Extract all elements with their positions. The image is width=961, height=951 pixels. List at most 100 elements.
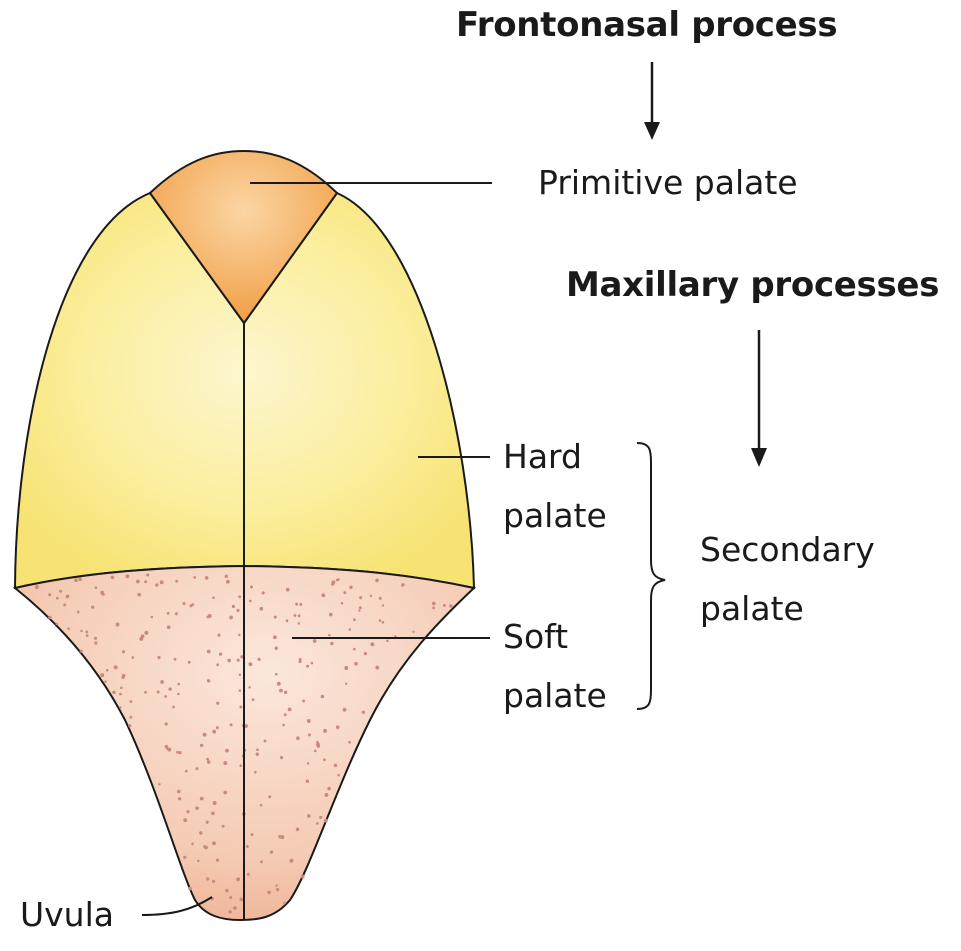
stipple-dot — [193, 576, 196, 579]
stipple-dot — [306, 779, 309, 782]
stipple-dot — [67, 627, 70, 630]
stipple-dot — [144, 691, 147, 694]
stipple-dot — [239, 764, 242, 767]
secondary-palate-brace — [637, 443, 665, 709]
stipple-dot — [195, 806, 199, 810]
stipple-dot — [262, 591, 265, 594]
stipple-dot — [230, 723, 233, 726]
stipple-dot — [382, 604, 384, 606]
stipple-dot — [203, 845, 206, 848]
stipple-dot — [177, 693, 180, 696]
stipple-dot — [121, 676, 124, 679]
stipple-dot — [343, 708, 347, 712]
stipple-dot — [157, 691, 160, 694]
stipple-dot — [359, 606, 362, 609]
stipple-dot — [223, 791, 227, 795]
stipple-dot — [270, 850, 273, 853]
stipple-dot — [226, 580, 230, 584]
stipple-dot — [168, 687, 171, 690]
stipple-dot — [328, 634, 331, 637]
stipple-dot — [177, 683, 180, 686]
stipple-dot — [268, 795, 271, 798]
stipple-dot — [386, 640, 389, 643]
stipple-dot — [301, 875, 305, 879]
stipple-dot — [185, 770, 188, 773]
stipple-dot — [63, 604, 66, 607]
stipple-dot — [247, 873, 250, 876]
maxillary-processes-label: Maxillary processes — [566, 268, 939, 302]
stipple-dot — [85, 630, 88, 633]
stipple-dot — [189, 604, 192, 607]
stipple-dot — [295, 603, 298, 606]
stipple-dot — [178, 751, 181, 754]
soft-palate-label-line-2: palate — [503, 679, 607, 712]
stipple-dot — [341, 602, 344, 605]
stipple-dot — [330, 642, 334, 646]
stipple-dot — [160, 580, 164, 584]
frontonasal-process-label: Frontonasal process — [456, 8, 837, 42]
stipple-dot — [56, 597, 59, 600]
stipple-dot — [236, 877, 240, 881]
stipple-dot — [275, 673, 278, 676]
stipple-dot — [359, 596, 362, 599]
stipple-dot — [260, 861, 263, 864]
stipple-dot — [219, 652, 222, 655]
stipple-dot — [225, 889, 228, 892]
stipple-dot — [175, 580, 178, 583]
stipple-dot — [102, 593, 105, 596]
stipple-dot — [216, 663, 219, 666]
stipple-dot — [146, 573, 149, 576]
stipple-dot — [248, 662, 251, 665]
stipple-dot — [55, 623, 58, 626]
stipple-dot — [59, 590, 62, 593]
stipple-dot — [299, 660, 302, 663]
stipple-dot — [129, 716, 132, 719]
stipple-dot — [289, 859, 293, 863]
stipple-dot — [177, 790, 181, 794]
stipple-dot — [298, 622, 300, 624]
stipple-dot — [164, 695, 167, 698]
stipple-dot — [299, 603, 302, 606]
stipple-dot — [246, 845, 249, 848]
stipple-dot — [284, 713, 287, 716]
stipple-dot — [288, 708, 292, 712]
stipple-dot — [167, 612, 170, 615]
stipple-dot — [282, 724, 285, 727]
stipple-dot — [119, 706, 121, 708]
stipple-dot — [212, 841, 216, 845]
stipple-dot — [206, 758, 209, 761]
stipple-dot — [174, 658, 177, 661]
stipple-dot — [267, 891, 271, 895]
stipple-dot — [207, 650, 211, 654]
stipple-dot — [286, 619, 289, 622]
stipple-dot — [250, 585, 253, 588]
stipple-dot — [186, 810, 189, 813]
stipple-dot — [196, 767, 199, 770]
stipple-dot — [228, 910, 231, 913]
stipple-dot — [401, 584, 403, 586]
stipple-dot — [302, 700, 305, 703]
stipple-dot — [432, 607, 435, 610]
stipple-dot — [334, 764, 338, 768]
stipple-dot — [172, 706, 175, 709]
stipple-dot — [319, 816, 322, 819]
stipple-dot — [66, 595, 70, 599]
stipple-dot — [298, 614, 301, 617]
stipple-dot — [379, 619, 382, 622]
stipple-dot — [323, 758, 326, 761]
stipple-dot — [358, 609, 360, 611]
stipple-dot — [275, 647, 278, 650]
stipple-dot — [48, 593, 51, 596]
stipple-dot — [188, 661, 191, 664]
stipple-dot — [370, 642, 374, 646]
stipple-dot — [122, 650, 125, 653]
stipple-dot — [251, 833, 254, 836]
soft-palate-label: Soft palate — [503, 620, 607, 712]
stipple-dot — [78, 578, 82, 582]
stipple-dot — [223, 761, 227, 765]
stipple-dot — [345, 683, 347, 685]
stipple-dot — [227, 659, 231, 663]
stipple-dot — [112, 691, 116, 695]
stipple-dot — [111, 576, 114, 579]
stipple-dot — [212, 597, 215, 600]
